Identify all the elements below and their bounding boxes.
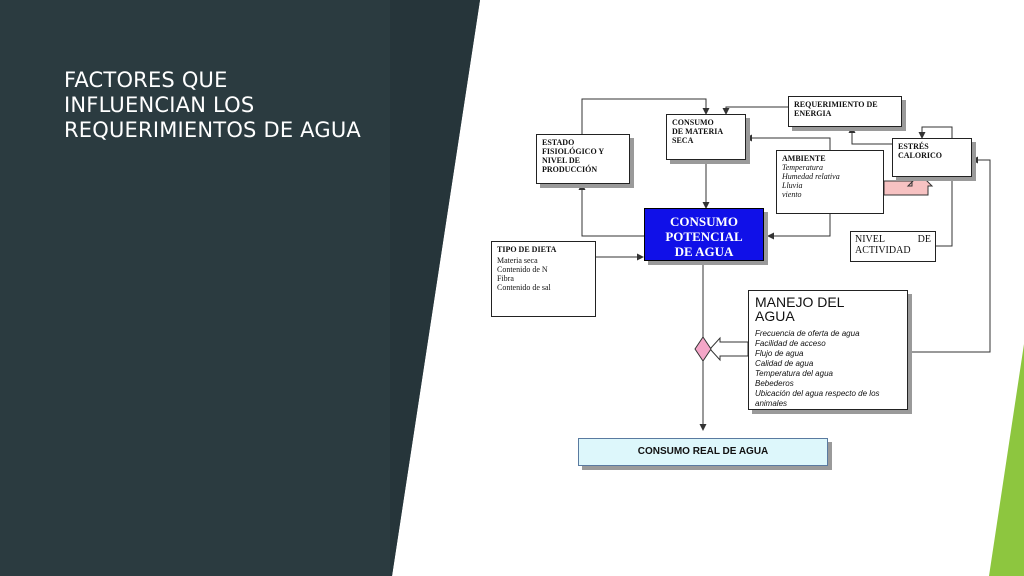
box-line: PRODUCCIÓN xyxy=(542,165,598,174)
box-line: ESTRÉS xyxy=(898,142,929,151)
box-line: SECA xyxy=(672,136,694,145)
ambiente-box: AMBIENTE Temperatura Humedad relativa Ll… xyxy=(776,150,884,214)
consumo-real-label: CONSUMO REAL DE AGUA xyxy=(637,446,769,457)
box-title: TIPO DE DIETA xyxy=(497,245,557,254)
estado-fisiologico-box: ESTADO FISIOLÓGICO Y NIVEL DE PRODUCCIÓN xyxy=(536,134,630,184)
panel-shade xyxy=(390,0,480,576)
manejo-item: Facilidad de acceso xyxy=(755,339,826,348)
box-line: ACTIVIDAD xyxy=(855,245,911,256)
box-line: ENERGIA xyxy=(794,109,832,118)
connector-ambiente-to-consumo-ms xyxy=(745,134,831,150)
box-item: viento xyxy=(782,190,802,199)
box-line: FISIOLÓGICO Y xyxy=(542,147,605,156)
connector-potencial-to-estado xyxy=(578,183,644,237)
box-line: CALORICO xyxy=(898,151,943,160)
consumo-materia-seca-box: CONSUMO DE MATERIA SECA xyxy=(666,114,746,160)
box-line: POTENCIAL xyxy=(665,229,743,244)
manejo-title-line: AGUA xyxy=(755,308,795,324)
dark-panel xyxy=(0,0,480,576)
estres-calorico-box: ESTRÉS CALORICO xyxy=(892,138,972,177)
manejo-item: Frecuencia de oferta de agua xyxy=(755,329,860,338)
box-title: AMBIENTE xyxy=(782,154,826,163)
slide-title: FACTORES QUE INFLUENCIAN LOS REQUERIMIEN… xyxy=(64,68,424,143)
box-line: ESTADO xyxy=(542,138,575,147)
box-item: Temperatura xyxy=(782,163,824,172)
connector-actividad-to-estres xyxy=(918,126,953,247)
box-item: Materia seca xyxy=(497,256,538,265)
box-line: DE AGUA xyxy=(674,244,734,259)
box-line: NIVEL DE xyxy=(542,156,581,165)
manejo-item: Calidad de agua xyxy=(755,359,814,368)
nivel-actividad-box: NIVEL DE ACTIVIDAD xyxy=(850,231,936,262)
requerimiento-energia-box: REQUERIMIENTO DE ENERGIA xyxy=(788,96,902,127)
accent-green-stripe xyxy=(989,344,1024,576)
manejo-item: Flujo de agua xyxy=(755,349,804,358)
consumo-real-box: CONSUMO REAL DE AGUA xyxy=(578,438,828,466)
title-line: FACTORES QUE xyxy=(64,68,228,92)
box-item: Lluvia xyxy=(782,181,803,190)
box-item: Humedad relativa xyxy=(782,172,840,181)
connector-ambiente-to-potencial xyxy=(767,214,831,240)
box-line: NIVEL xyxy=(855,234,885,245)
connector-energia-to-consumo-ms xyxy=(722,106,788,115)
box-line: CONSUMO xyxy=(670,214,738,229)
box-line: REQUERIMIENTO DE xyxy=(794,100,878,109)
tipo-dieta-box: TIPO DE DIETA Materia seca Contenido de … xyxy=(491,241,596,317)
connector-estado-to-consumo-ms xyxy=(581,98,710,134)
connector-estres-to-energia xyxy=(848,126,892,145)
title-line: REQUERIMIENTOS DE AGUA xyxy=(64,118,361,142)
consumo-potencial-box: CONSUMO POTENCIAL DE AGUA xyxy=(644,208,764,261)
manejo-item: Ubicación del agua respecto de los anima… xyxy=(755,389,880,408)
title-line: INFLUENCIAN LOS xyxy=(64,93,255,117)
manejo-hollow-arrow xyxy=(709,336,749,362)
estres-hollow-arrow xyxy=(883,173,934,196)
manejo-item: Bebederos xyxy=(755,379,794,388)
box-item: Fibra xyxy=(497,274,514,283)
box-line: CONSUMO xyxy=(672,118,714,127)
box-line: DE MATERIA xyxy=(672,127,724,136)
manejo-title-line: MANEJO DEL xyxy=(755,294,845,310)
box-item: Contenido de sal xyxy=(497,283,551,292)
manejo-agua-box: MANEJO DEL AGUA Frecuencia de oferta de … xyxy=(748,290,908,410)
nivel-row: NIVEL DE xyxy=(855,234,931,245)
box-item: Contenido de N xyxy=(497,265,548,274)
manejo-item: Temperatura del agua xyxy=(755,369,833,378)
decision-diamond xyxy=(694,336,712,362)
box-line: DE xyxy=(917,234,931,245)
